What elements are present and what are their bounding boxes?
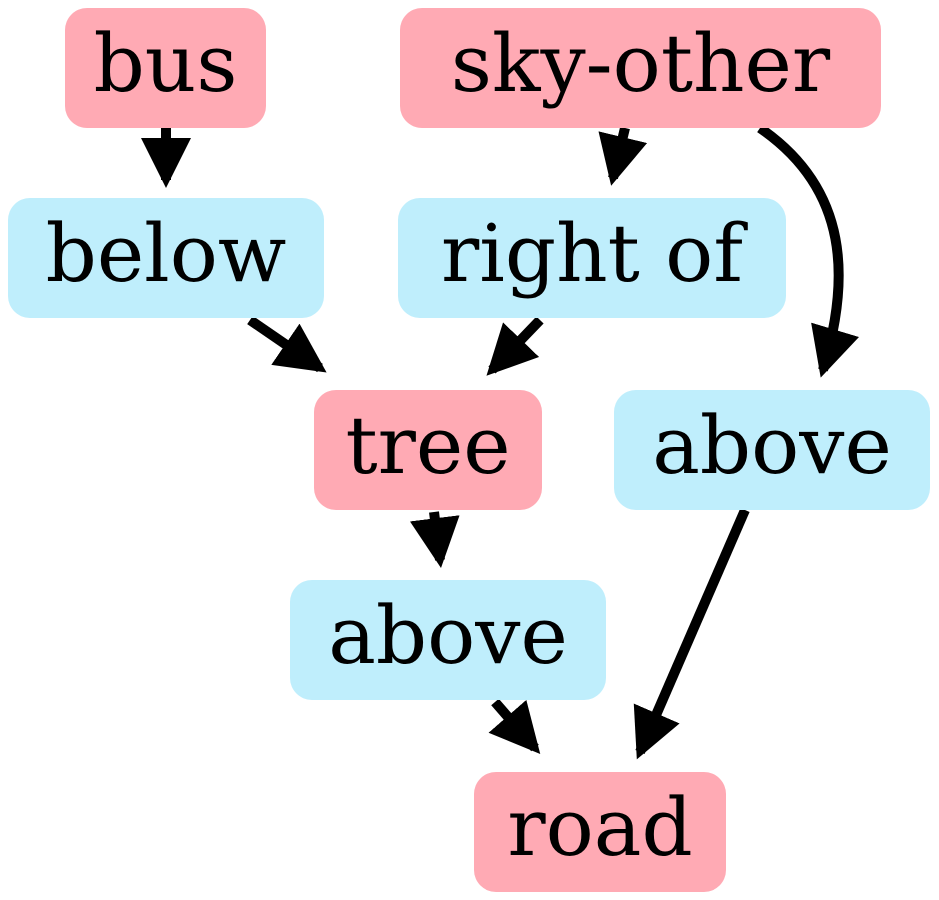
node-tree-label: tree — [345, 399, 510, 492]
node-tree-box — [314, 390, 542, 510]
node-right-of-box — [398, 198, 786, 318]
node-below-box — [8, 198, 324, 318]
edge-below-to-tree — [247, 315, 327, 373]
node-sky-other: sky-other — [400, 8, 881, 128]
node-road: road — [474, 772, 726, 892]
node-bus-label: bus — [94, 17, 238, 110]
node-sky-other-box — [400, 8, 881, 128]
edge-above-1-to-road — [633, 508, 750, 760]
node-below: below — [8, 198, 324, 318]
edge-right-of-to-tree — [486, 316, 544, 376]
node-right-of: right of — [398, 198, 786, 318]
node-above-2-label: above — [328, 589, 568, 682]
node-below-label: below — [46, 207, 287, 300]
edge-sky-other-to-above-1 — [757, 123, 860, 378]
edge-tree-to-above-2 — [409, 511, 460, 568]
node-above-2: above — [290, 580, 606, 700]
node-above-1-label: above — [652, 399, 892, 492]
node-bus-box — [65, 8, 266, 128]
edges — [141, 123, 860, 760]
node-road-label: road — [507, 781, 692, 874]
node-tree: tree — [314, 390, 542, 510]
node-right-of-label: right of — [441, 207, 748, 300]
node-road-box — [474, 772, 726, 892]
node-above-1: above — [614, 390, 930, 510]
node-above-1-box — [614, 390, 930, 510]
node-sky-other-label: sky-other — [451, 17, 831, 110]
nodes: bus sky-other below right of tree above … — [8, 8, 930, 892]
edge-above-2-to-road — [488, 698, 541, 755]
node-bus: bus — [65, 8, 266, 128]
node-above-2-box — [290, 580, 606, 700]
edge-sky-other-to-right-of — [598, 126, 648, 186]
